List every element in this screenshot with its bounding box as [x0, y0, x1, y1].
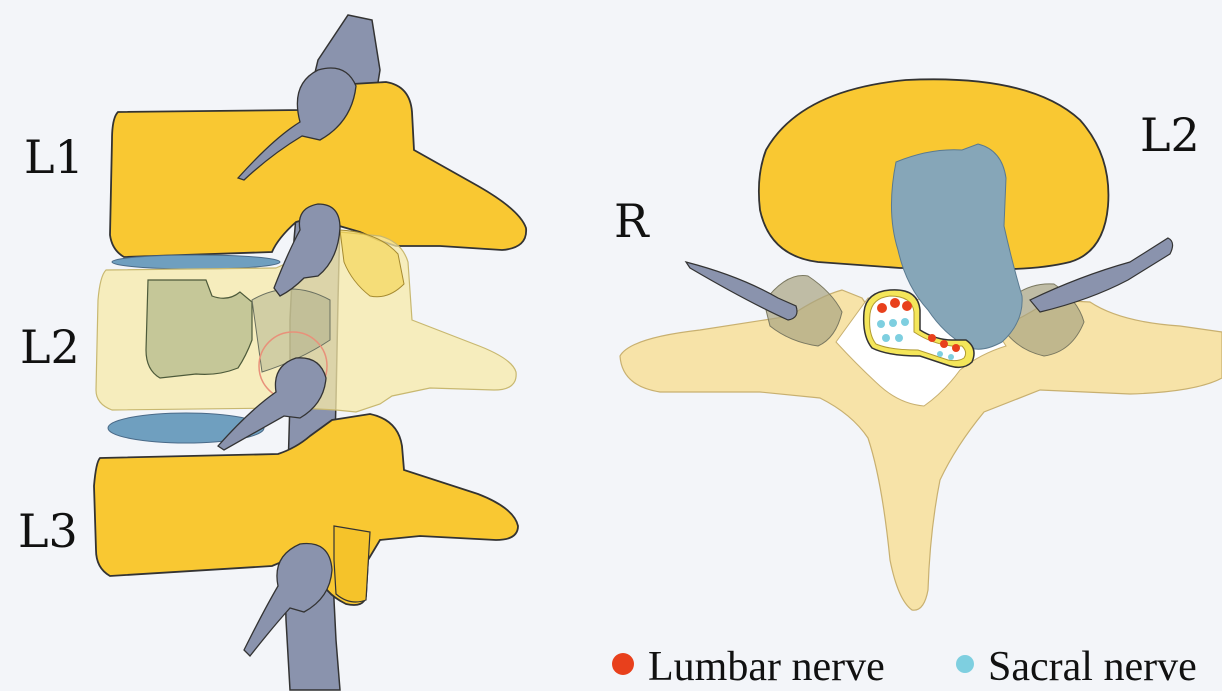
lumbar-rootlet [877, 303, 887, 313]
label-l1: L1 [24, 134, 84, 180]
lumbar-legend-label: Lumbar nerve [648, 646, 885, 688]
lumbar-rootlet [940, 340, 948, 348]
sacral-rootlet [901, 318, 909, 326]
lumbar-rootlet [890, 298, 900, 308]
label-l2-lateral: L2 [20, 324, 80, 370]
sacral-rootlet [889, 319, 897, 327]
sacral-rootlet [948, 354, 954, 360]
sacral-legend-swatch [956, 655, 974, 673]
lateral-l3-facet [334, 526, 370, 602]
lumbar-rootlet [902, 301, 912, 311]
sacral-rootlet [877, 320, 885, 328]
label-r: R [614, 198, 649, 244]
lumbar-rootlet [952, 344, 960, 352]
sacral-legend-label: Sacral nerve [988, 646, 1197, 688]
sacral-rootlet [937, 351, 943, 357]
disc-l1-l2 [112, 255, 280, 269]
label-l2-axial: L2 [1140, 112, 1200, 158]
lumbar-rootlet [928, 334, 936, 342]
sacral-rootlet [882, 334, 890, 342]
lateral-l2-body [146, 280, 252, 378]
label-l3: L3 [18, 508, 78, 554]
sacral-rootlet [895, 334, 903, 342]
lumbar-legend-swatch [612, 653, 634, 675]
